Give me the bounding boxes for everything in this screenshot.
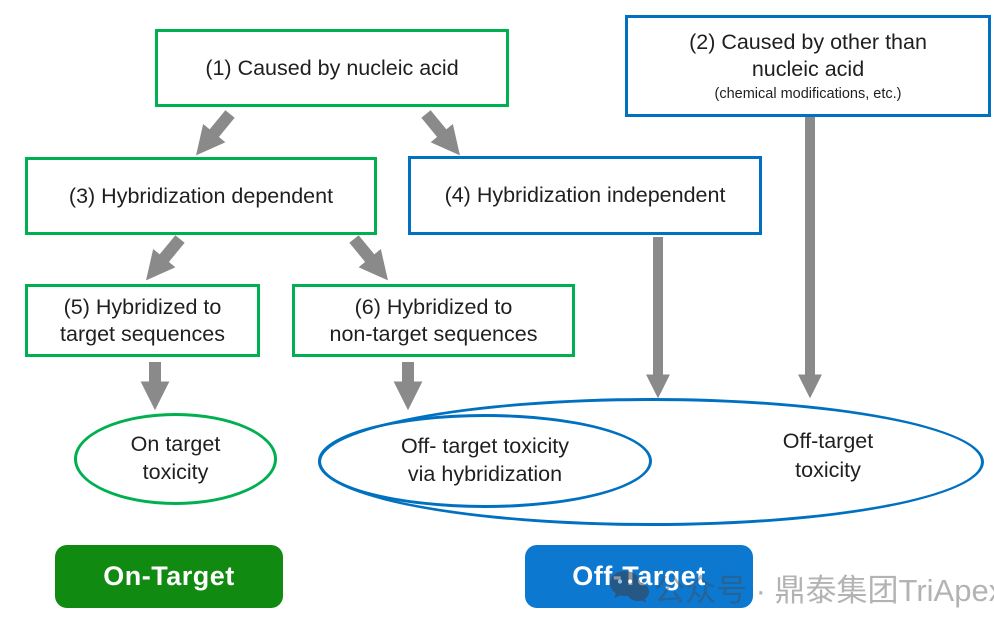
ellipse-off-target-via-hybridization: Off- target toxicity via hybridization: [318, 414, 652, 508]
off-target-hyb-line1: Off- target toxicity: [400, 434, 570, 459]
on-target-badge-label: On-Target: [103, 561, 235, 591]
box-caused-by-nucleic-acid: (1) Caused by nucleic acid: [155, 29, 509, 107]
box-hybridization-independent: (4) Hybridization independent: [408, 156, 762, 235]
box5-line1: (5) Hybridized to: [63, 294, 222, 319]
box5-line2: target sequences: [60, 321, 225, 346]
ellipse-on-target-toxicity: On target toxicity: [74, 413, 277, 505]
off-target-line2: toxicity: [795, 458, 861, 483]
box2-note: (chemical modifications, etc.): [714, 85, 902, 102]
box1-label: (1) Caused by nucleic acid: [205, 55, 459, 80]
box2-line1: (2) Caused by other than: [689, 30, 927, 55]
arrow-3-to-5: [146, 235, 185, 281]
watermark: 公众号 · 鼎泰集团TriApex: [608, 565, 994, 610]
on-target-badge: On-Target: [55, 545, 283, 608]
arrow-1-to-4: [421, 110, 460, 156]
on-target-line1: On target: [130, 432, 221, 457]
box-hybridized-to-target: (5) Hybridized to target sequences: [25, 284, 260, 357]
box6-line1: (6) Hybridized to: [354, 294, 513, 319]
box4-label: (4) Hybridization independent: [444, 183, 726, 208]
box6-line2: non-target sequences: [329, 321, 538, 346]
off-target-hyb-line2: via hybridization: [407, 462, 563, 486]
off-target-line1: Off-target: [782, 429, 874, 453]
box-hybridization-dependent: (3) Hybridization dependent: [25, 157, 377, 235]
watermark-text: 公众号 · 鼎泰集团TriApex: [654, 573, 994, 608]
arrow-1-to-3: [196, 110, 235, 156]
on-target-line2: toxicity: [142, 460, 209, 484]
box3-label: (3) Hybridization dependent: [68, 183, 334, 208]
box-hybridized-to-non-target: (6) Hybridized to non-target sequences: [292, 284, 575, 357]
chat-bubble-icon: [610, 570, 649, 602]
off-target-toxicity-label: Off-target toxicity: [728, 427, 928, 485]
box2-line2: nucleic acid: [751, 56, 865, 81]
arrow-3-to-6: [349, 235, 388, 281]
box-caused-by-other-than-nucleic-acid: (2) Caused by other than nucleic acid (c…: [625, 15, 991, 117]
